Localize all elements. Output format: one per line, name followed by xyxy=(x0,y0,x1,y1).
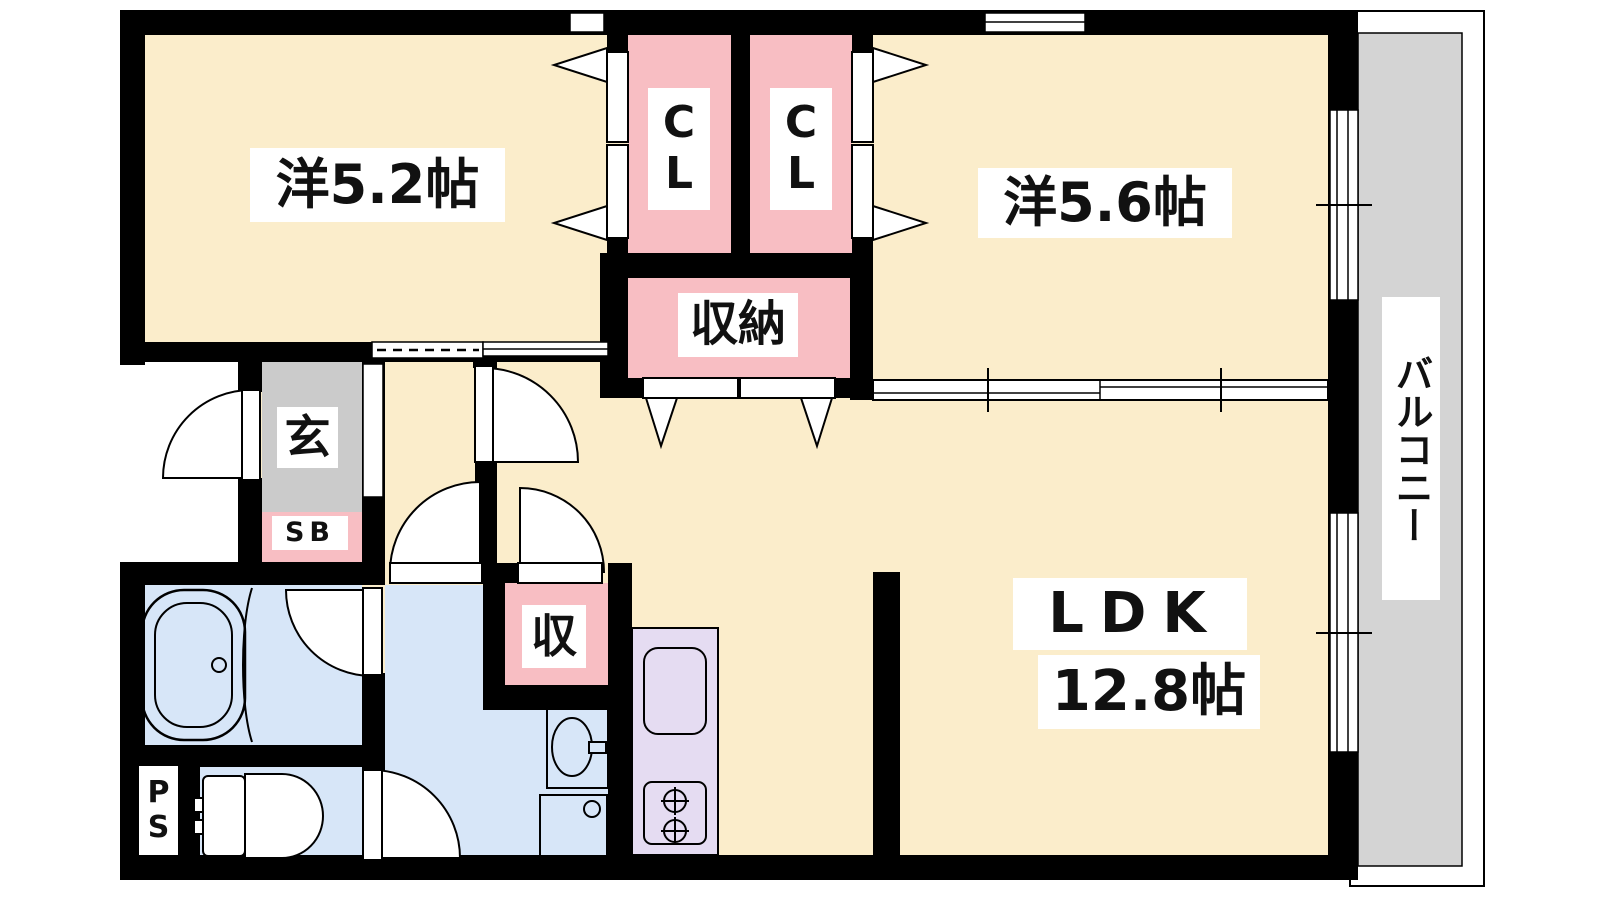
bathtub-icon xyxy=(140,587,253,743)
gas-stove-icon xyxy=(643,781,707,845)
kitchen-sink-icon xyxy=(643,647,707,735)
room-label-ldk-size: 12.8帖 xyxy=(1038,655,1260,729)
room-label-closet-right: C L xyxy=(770,88,832,210)
hall-door-leaf xyxy=(474,365,494,463)
storage-arrow-right xyxy=(799,397,834,450)
room-label-entrance: 玄 xyxy=(277,407,338,468)
toilet-icon xyxy=(193,773,324,859)
bathroom-door-leaf xyxy=(362,587,383,676)
room-label-balcony: バルコニー xyxy=(1382,297,1440,600)
washroom-door-leaf xyxy=(389,562,483,584)
room-label-shoebox: SB xyxy=(272,516,348,550)
toilet-door-swing xyxy=(371,768,462,859)
room-label-western2: 洋5.6帖 xyxy=(978,168,1232,238)
storage-arrow-left xyxy=(644,397,679,450)
top-window-small xyxy=(569,12,605,33)
hall-door-swing xyxy=(483,366,580,463)
room-label-pipe-space: P S xyxy=(139,766,178,855)
sliding-partitions xyxy=(362,341,1329,498)
room-label-storage-small: 収 xyxy=(522,605,586,668)
windows xyxy=(569,12,1372,753)
washroom-door-swing xyxy=(388,480,481,573)
doors xyxy=(161,365,606,861)
washing-machine-pan-icon xyxy=(539,794,608,864)
closet-left-arrow-bottom xyxy=(550,204,608,242)
front-door-swing xyxy=(161,388,252,479)
closet-right-arrow-bottom xyxy=(872,204,930,242)
toilet-door-leaf xyxy=(362,769,383,861)
kitchen-counter xyxy=(631,627,719,856)
closet-doors xyxy=(550,46,930,450)
closet-left-arrow-top xyxy=(550,46,608,84)
bathroom-door-swing xyxy=(284,589,373,678)
front-door-leaf xyxy=(241,389,261,481)
walls xyxy=(120,10,1358,880)
room-label-ldk: LDK xyxy=(1013,578,1247,650)
storage-small-door-swing xyxy=(519,486,606,573)
room-label-western1: 洋5.2帖 xyxy=(250,148,505,222)
room-label-closet-left: C L xyxy=(648,88,710,210)
storage-small-door-leaf xyxy=(517,562,603,584)
genkan-hall-opening xyxy=(362,363,384,498)
room-label-storage: 収納 xyxy=(678,293,798,357)
washbasin-icon xyxy=(546,707,609,789)
closet-right-arrow-top xyxy=(872,46,930,84)
